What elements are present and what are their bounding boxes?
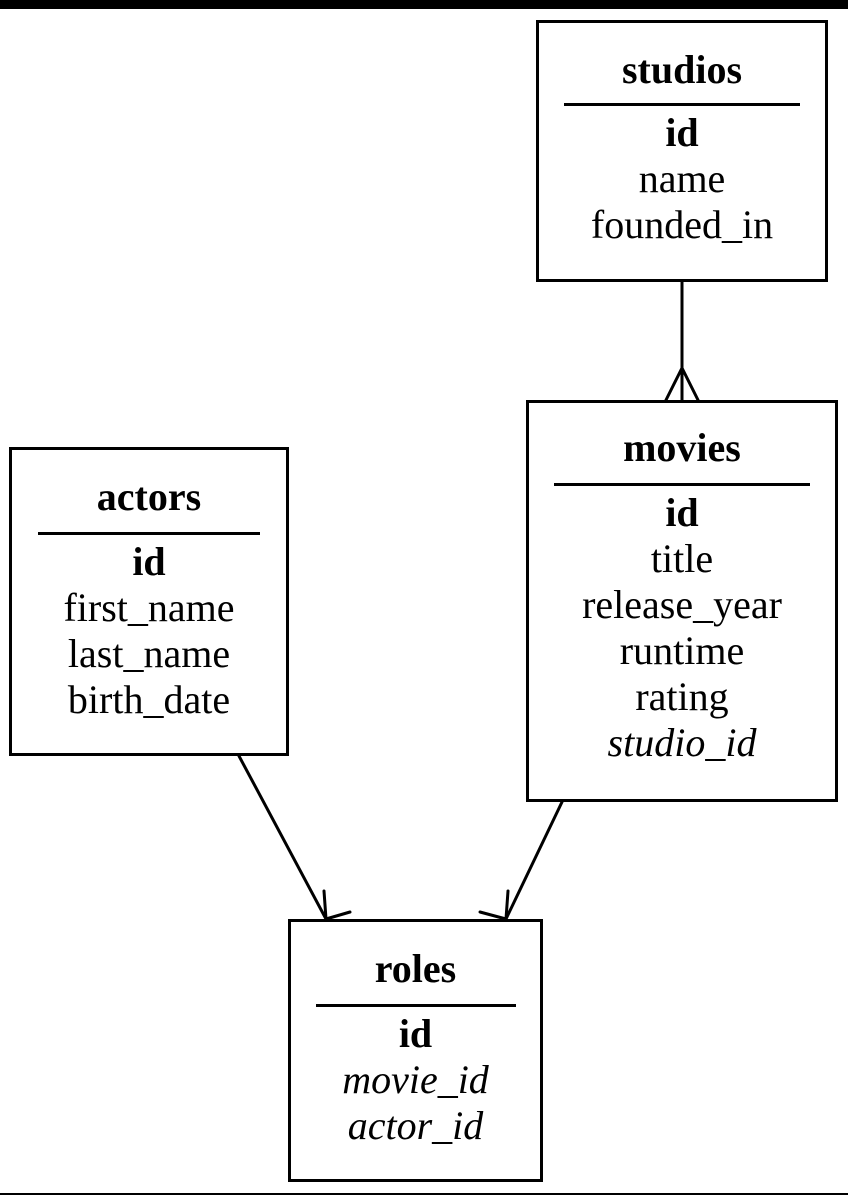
field-primary-key: id [665, 110, 699, 155]
entity-title: studios [621, 47, 743, 92]
field: rating [635, 674, 729, 719]
field: first_name [63, 585, 235, 630]
field-foreign-key: actor_id [347, 1103, 484, 1148]
field: founded_in [590, 202, 774, 247]
title-divider [38, 532, 260, 535]
top-border-bar [0, 0, 848, 9]
field-foreign-key: movie_id [342, 1057, 489, 1102]
field: last_name [67, 631, 231, 676]
entity-movies: movies id title release_year runtime rat… [526, 400, 838, 802]
title-divider [315, 1004, 516, 1007]
field-foreign-key: studio_id [607, 720, 757, 765]
relationship-studios-movies [664, 280, 700, 402]
field: name [638, 156, 726, 201]
field: birth_date [67, 677, 231, 722]
entity-title: actors [96, 474, 202, 519]
field-primary-key: id [665, 490, 699, 535]
entity-title: roles [374, 946, 457, 991]
title-divider [554, 483, 810, 486]
entity-title: movies [623, 425, 741, 470]
title-divider [564, 103, 800, 106]
relationship-movies-roles [478, 800, 564, 921]
entity-studios: studios id name founded_in [536, 20, 828, 282]
bottom-border-line [0, 1193, 848, 1195]
entity-roles: roles id movie_id actor_id [288, 919, 543, 1182]
field-primary-key: id [398, 1011, 433, 1056]
field-primary-key: id [132, 539, 166, 584]
field: title [650, 536, 714, 581]
field: runtime [619, 628, 745, 673]
field: release_year [582, 582, 782, 627]
entity-actors: actors id first_name last_name birth_dat… [9, 447, 289, 756]
relationship-actors-roles [237, 754, 352, 921]
